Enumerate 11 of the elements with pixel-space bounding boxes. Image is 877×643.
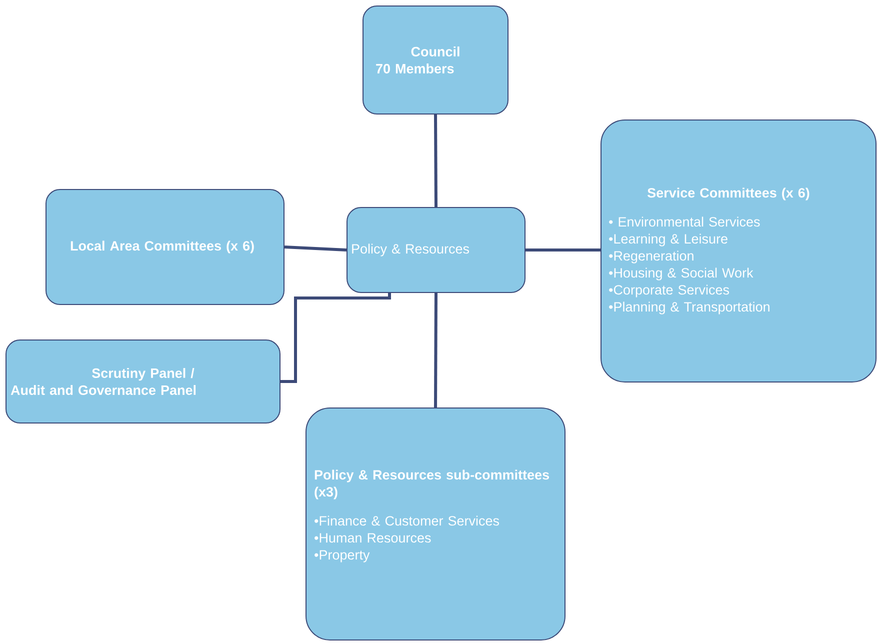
committee-box: Local Area Committees (x 6) [46,189,284,305]
committee-box: Policy & Resources sub-committees (x3) •Finance & Customer Services •Human Resources •Property [306,408,566,640]
committee-box: Scrutiny Panel / Audit and Governance Panel [6,340,280,424]
council-box: Council 70 Members [362,6,508,114]
committee-box: Service Committees (x 6) • Environmental Services •Learning & Leisure •Regeneration •Housing & Social Work •Corporate Services •Planning & Transportation [600,120,876,382]
committee-box: Policy & Resources [346,207,526,293]
connector-line [434,114,438,208]
connector-line [526,248,600,252]
connector-line [434,293,438,408]
connector-line [284,246,347,252]
connector-line [280,293,391,383]
